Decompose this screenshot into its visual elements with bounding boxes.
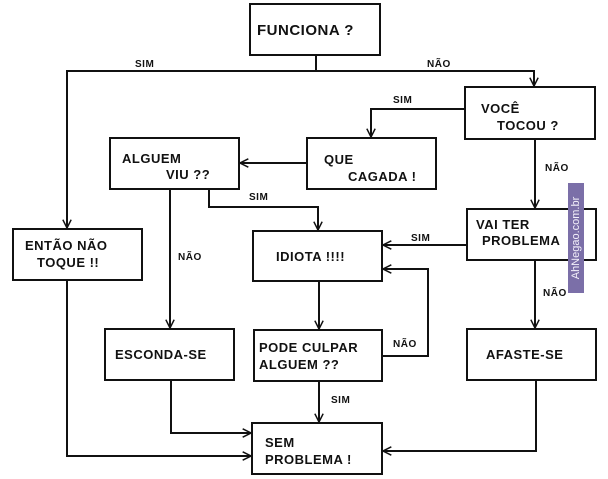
watermark-badge: AhNegao.com.br xyxy=(568,183,584,293)
edge-label-funciona-sim: SIM xyxy=(135,59,155,70)
node-entao-nao-toque: ENTÃO NÃO TOQUE !! xyxy=(12,228,143,281)
edge-label-problema-nao: NÃO xyxy=(543,288,567,299)
edge-toque-sem xyxy=(66,281,251,456)
edge-label-funciona-nao: NÃO xyxy=(427,59,451,70)
node-vai-ter-problema-line1: VAI TER xyxy=(476,217,530,232)
node-idiota: IDIOTA !!!! xyxy=(252,230,383,282)
edge-label-tocou-sim: SIM xyxy=(393,95,413,106)
edge-viu-sim xyxy=(208,190,318,230)
node-sem-problema: SEM PROBLEMA ! xyxy=(251,422,383,475)
edge-label-problema-sim: SIM xyxy=(411,233,431,244)
node-alguem-viu-line1: ALGUEM xyxy=(122,151,182,166)
edge-label-culpar-sim: SIM xyxy=(331,395,351,406)
node-que-cagada-line2: CAGADA ! xyxy=(348,169,417,184)
node-idiota-text: IDIOTA !!!! xyxy=(276,249,346,264)
node-alguem-viu: ALGUEM VIU ?? xyxy=(109,137,240,190)
node-funciona: FUNCIONA ? xyxy=(249,3,381,56)
node-entao-nao-toque-line2: TOQUE !! xyxy=(37,255,100,270)
node-sem-problema-line2: PROBLEMA ! xyxy=(265,452,352,467)
node-voce-tocou-line2: TOCOU ? xyxy=(497,118,559,133)
node-afaste-se: AFASTE-SE xyxy=(466,328,597,381)
node-afaste-se-text: AFASTE-SE xyxy=(486,347,564,362)
edge-label-tocou-nao: NÃO xyxy=(545,163,569,174)
node-vai-ter-problema-line2: PROBLEMA xyxy=(482,233,561,248)
edge-label-culpar-nao: NÃO xyxy=(393,339,417,350)
node-pode-culpar-line2: ALGUEM ?? xyxy=(259,357,340,372)
edge-label-viu-sim: SIM xyxy=(249,192,269,203)
node-pode-culpar: PODE CULPAR ALGUEM ?? xyxy=(253,329,383,382)
edge-afaste-sem xyxy=(383,381,537,451)
node-que-cagada-line1: QUE xyxy=(324,152,354,167)
watermark-text: AhNegao.com.br xyxy=(570,196,582,280)
edge-label-viu-nao: NÃO xyxy=(178,252,202,263)
node-voce-tocou: VOCÊ TOCOU ? xyxy=(464,86,596,140)
node-pode-culpar-line1: PODE CULPAR xyxy=(259,340,359,355)
node-esconda-se: ESCONDA-SE xyxy=(104,328,235,381)
node-sem-problema-line1: SEM xyxy=(265,435,295,450)
edge-culpar-nao xyxy=(383,269,429,357)
edge-funciona-nao xyxy=(316,70,534,86)
edge-funciona-sim xyxy=(67,70,316,228)
node-entao-nao-toque-line1: ENTÃO NÃO xyxy=(25,238,108,253)
edge-tocou-sim xyxy=(371,108,464,137)
node-alguem-viu-line2: VIU ?? xyxy=(166,167,211,182)
edge-esconda-sem xyxy=(170,381,251,433)
node-voce-tocou-line1: VOCÊ xyxy=(481,101,520,116)
node-funciona-text: FUNCIONA ? xyxy=(257,22,354,39)
node-esconda-se-text: ESCONDA-SE xyxy=(115,347,207,362)
node-que-cagada: QUE CAGADA ! xyxy=(306,137,437,190)
